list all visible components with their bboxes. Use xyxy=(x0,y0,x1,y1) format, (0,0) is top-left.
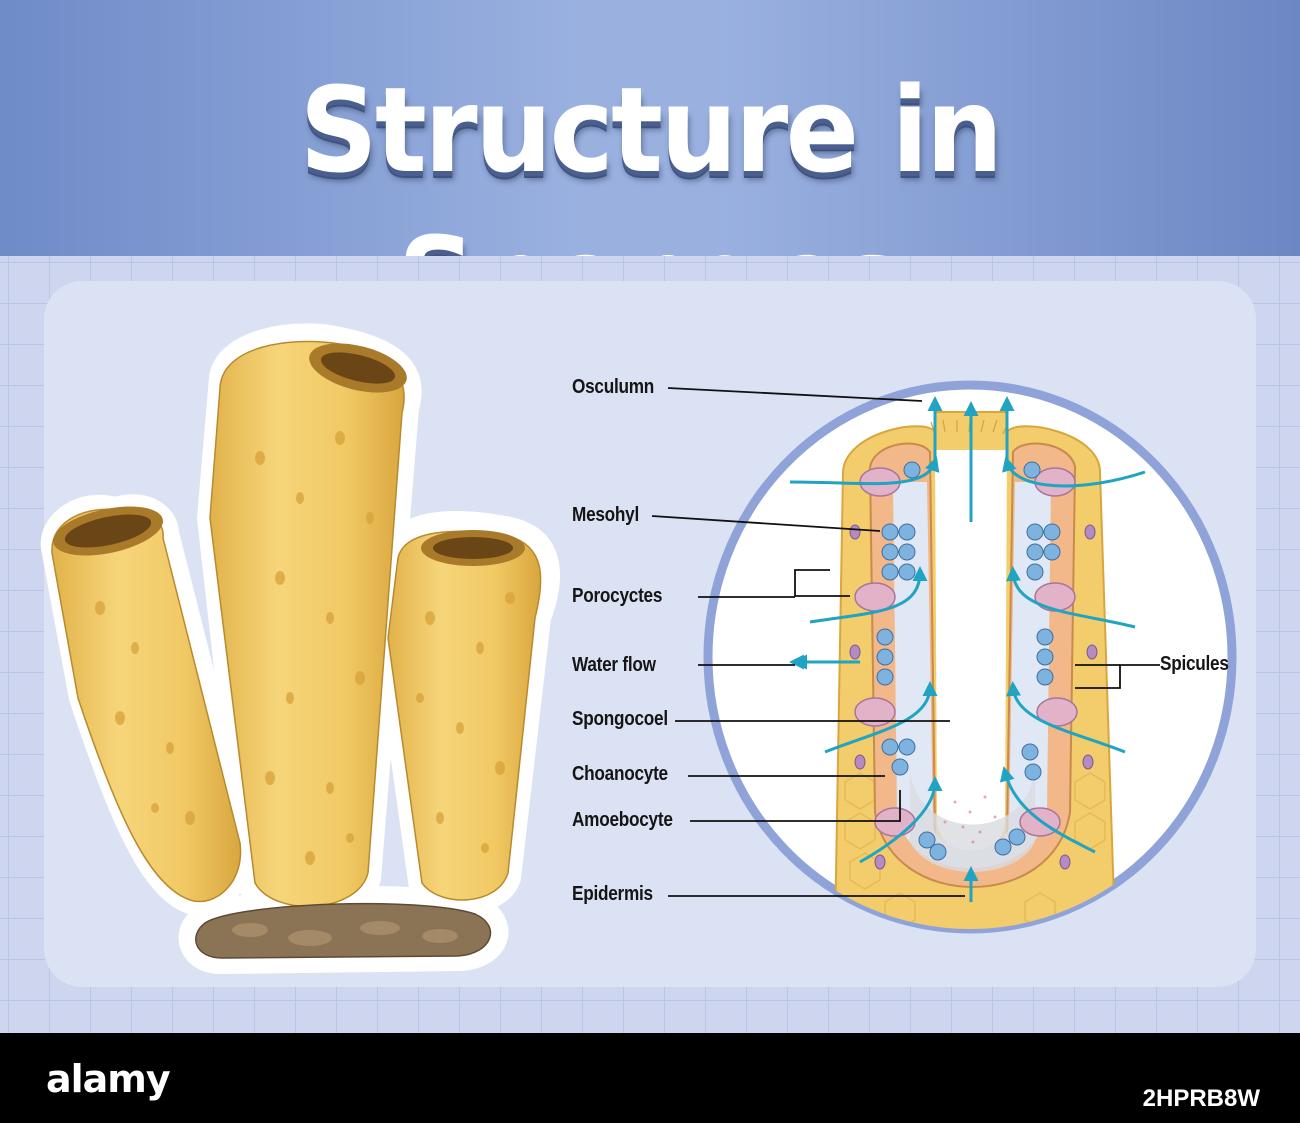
label-choanocyte: Choanocyte xyxy=(572,763,668,785)
label-mesohyl: Mesohyl xyxy=(572,504,640,526)
sponge-tube-middle xyxy=(209,340,407,908)
sponge-pores xyxy=(95,431,515,865)
label-osculum: Osculumn xyxy=(572,376,655,398)
brand-logo: alamy xyxy=(46,1057,171,1101)
header-banner xyxy=(0,0,1300,256)
cross-section-diagram xyxy=(703,380,1237,934)
image-id: 2HPRB8W xyxy=(1142,1085,1260,1112)
footer-bar xyxy=(0,1033,1300,1123)
label-spongocoel: Spongocoel xyxy=(572,708,668,730)
amoebocytes xyxy=(849,524,1098,870)
water-flow-arrows xyxy=(789,396,1146,902)
sponge-tube-right xyxy=(387,530,542,901)
spongocoel-cavity xyxy=(935,450,1007,851)
rock-base xyxy=(195,902,492,959)
label-porocytes: Porocyctes xyxy=(572,585,663,607)
label-epidermis: Epidermis xyxy=(572,883,653,905)
label-spicules: Spicules xyxy=(1160,653,1229,675)
label-amoebocyte: Amoebocyte xyxy=(572,809,673,831)
label-water-flow: Water flow xyxy=(572,654,656,676)
choanocytes xyxy=(876,461,1061,861)
sponge-illustration xyxy=(40,323,560,974)
